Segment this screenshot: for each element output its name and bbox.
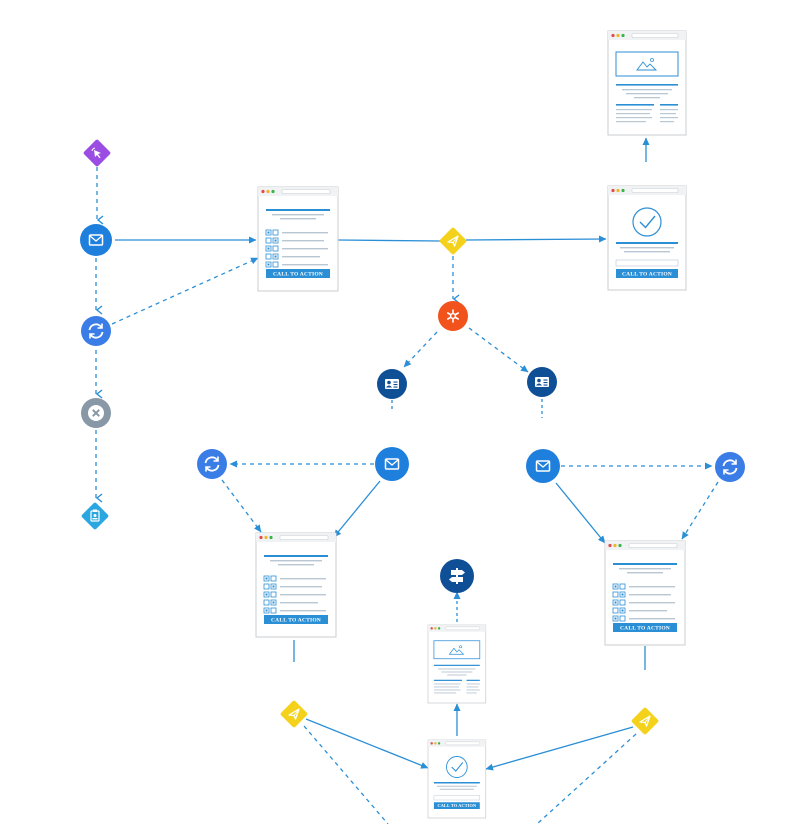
cta-button-label: CALL TO ACTION (273, 272, 323, 278)
connectors (95, 137, 719, 824)
contact-node-left[interactable] (377, 369, 407, 399)
signpost-node[interactable] (440, 559, 474, 593)
form-page-left[interactable]: CALL TO ACTION (255, 532, 337, 638)
cta-button-label: CALL TO ACTION (620, 626, 670, 632)
exit-node[interactable] (81, 398, 111, 428)
email-node[interactable] (80, 224, 112, 256)
loop-node-left[interactable] (197, 449, 227, 479)
cta-button-label: CALL TO ACTION (271, 618, 321, 624)
connector-email-right-to-form (555, 482, 606, 544)
start-trigger-node[interactable] (83, 139, 111, 167)
split-node[interactable] (438, 301, 468, 331)
connector-send-right-offscreen (536, 733, 637, 824)
clipboard-user-icon (90, 509, 100, 522)
form-page-main[interactable]: CALL TO ACTION (257, 186, 339, 292)
email-node-left[interactable] (375, 447, 409, 481)
loop-node[interactable] (81, 316, 111, 346)
connector-email-left-to-form (333, 480, 381, 538)
connector-loop-left-to-form (221, 479, 262, 533)
send-node[interactable] (439, 227, 467, 255)
connector-split-to-contact-right (468, 327, 529, 373)
send-node-right[interactable] (631, 707, 659, 735)
thank-you-page-bottom[interactable]: CALL TO ACTION (427, 739, 487, 819)
signpost-icon (449, 568, 465, 584)
contact-card-icon (385, 379, 399, 389)
thank-you-page[interactable]: CALL TO ACTION (607, 185, 687, 291)
connector-form-to-send (337, 239, 441, 242)
form-page-right[interactable]: CALL TO ACTION (604, 540, 686, 646)
cursor-click-icon (91, 147, 101, 159)
connector-send-left-offscreen (303, 725, 389, 824)
content-page-bottom[interactable] (427, 624, 487, 704)
connector-loop-right-to-form (681, 481, 719, 540)
connector-split-to-contact-left (403, 331, 438, 368)
asterisk-icon (447, 309, 459, 323)
connector-send-left-to-thanks (305, 718, 429, 769)
record-node[interactable] (81, 502, 109, 530)
connector-loop-to-form (111, 257, 259, 325)
contact-card-icon (535, 377, 549, 387)
contact-node-right[interactable] (527, 367, 557, 397)
connector-send-to-thanks (465, 235, 607, 243)
connector-send-right-to-thanks (485, 726, 634, 771)
send-node-left[interactable] (280, 700, 308, 728)
email-node-right[interactable] (526, 449, 560, 483)
cta-button-label: CALL TO ACTION (437, 803, 477, 808)
close-icon (92, 409, 100, 417)
loop-node-right[interactable] (715, 452, 745, 482)
cta-button-label: CALL TO ACTION (622, 272, 672, 278)
content-page-top[interactable] (607, 30, 687, 136)
